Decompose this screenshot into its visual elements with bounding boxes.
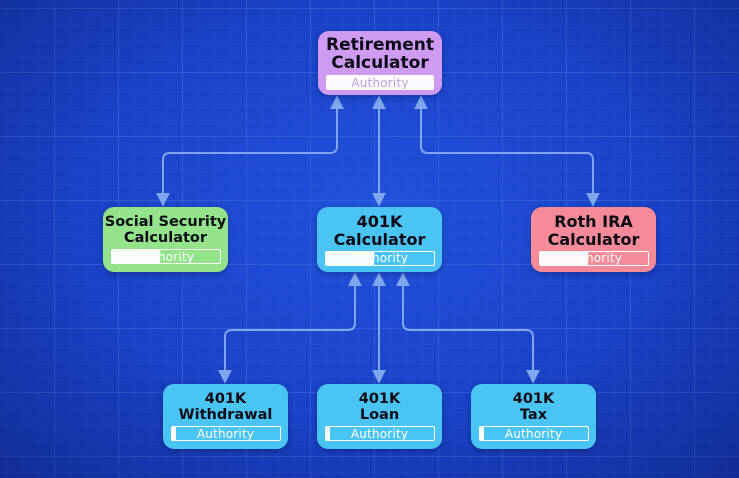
- authority-bar-fill: [479, 427, 484, 441]
- authority-bar: Authority: [326, 75, 434, 91]
- connector-401k-withdrawal: [218, 272, 362, 384]
- node-title: 401K Tax: [512, 390, 555, 423]
- node-title-line2: Calculator: [333, 229, 426, 249]
- authority-label: Authority: [136, 249, 195, 264]
- node-title: 401K Loan: [358, 390, 401, 423]
- authority-bar-fill: [325, 251, 375, 265]
- node-401k-loan: 401K Loan Authority: [317, 384, 442, 449]
- authority-label: Authority: [351, 75, 409, 90]
- node-roth-ira-calculator: Roth IRA Calculator Authority: [531, 207, 656, 272]
- node-title-line2: Loan: [359, 406, 400, 423]
- node-401k-calculator: 401K Calculator Authority: [317, 207, 442, 272]
- authority-bar: Authority: [110, 249, 221, 265]
- authority-label: Authority: [350, 426, 409, 441]
- authority-bar-fill: [325, 427, 330, 441]
- authority-bar-fill: [539, 251, 589, 265]
- node-title-line2: Tax: [519, 406, 548, 423]
- node-retirement-calculator: Retirement Calculator Authority: [318, 31, 442, 95]
- authority-label: Authority: [196, 426, 255, 441]
- node-title: Social Security Calculator: [104, 213, 227, 246]
- node-title-line1: Retirement: [326, 34, 434, 55]
- node-401k-withdrawal: 401K Withdrawal Authority: [163, 384, 288, 449]
- authority-label: Authority: [564, 251, 623, 266]
- node-title: Retirement Calculator: [326, 34, 434, 73]
- node-title-line2: Calculator: [331, 53, 429, 73]
- authority-bar-fill: [171, 427, 176, 441]
- node-title-line1: 401K: [204, 390, 247, 407]
- connector-retirement-social-security: [156, 95, 344, 207]
- node-title-line2: Withdrawal: [178, 406, 273, 423]
- authority-bar: Authority: [324, 250, 435, 266]
- node-title-line1: Roth IRA: [554, 212, 633, 232]
- authority-bar-fill: [111, 250, 161, 264]
- authority-bar: Authority: [324, 426, 435, 442]
- authority-bar: Authority: [170, 426, 281, 442]
- authority-label: Authority: [350, 251, 409, 266]
- connector-401k-tax: [396, 272, 540, 384]
- connector-retirement-roth: [414, 95, 600, 207]
- node-title-line1: Social Security: [104, 213, 227, 230]
- node-401k-tax: 401K Tax Authority: [471, 384, 596, 449]
- authority-bar-fill: [327, 76, 433, 90]
- node-title-line1: 401K: [358, 390, 401, 407]
- node-title: Roth IRA Calculator: [548, 213, 640, 248]
- authority-bar: Authority: [538, 250, 649, 266]
- node-title-line1: 401K: [512, 390, 555, 407]
- node-title-line2: Calculator: [123, 229, 208, 246]
- node-social-security-calculator: Social Security Calculator Authority: [103, 207, 228, 272]
- node-title-line1: 401K: [356, 212, 403, 232]
- node-title: 401K Calculator: [334, 213, 426, 248]
- authority-bar: Authority: [478, 426, 589, 442]
- authority-label: Authority: [504, 426, 563, 441]
- node-title-line2: Calculator: [547, 229, 640, 249]
- node-title: 401K Withdrawal: [178, 390, 273, 423]
